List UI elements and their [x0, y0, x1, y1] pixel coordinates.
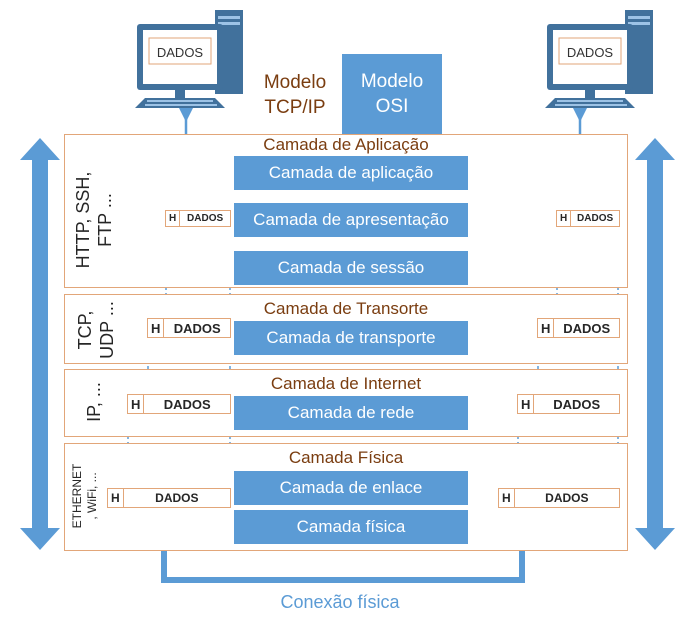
packet-transport-right: H DADOS: [537, 318, 620, 338]
packet-physical-left: H DADOS: [107, 488, 231, 508]
packet-payload: DADOS: [155, 491, 199, 505]
packet-transport-left: H DADOS: [147, 318, 231, 338]
right-computer-screen-label: DADOS: [566, 44, 614, 60]
protocols-application: HTTP, SSH, FTP ...: [72, 155, 122, 285]
packet-payload: DADOS: [553, 396, 601, 412]
protocols-transport-line1: TCP,: [75, 310, 95, 350]
protocols-physical-line1: ETHERNET: [70, 463, 84, 529]
left-computer-icon: [135, 10, 243, 108]
packet-payload: DADOS: [187, 213, 224, 224]
osi-header-line2: OSI: [375, 96, 409, 117]
right-side-double-arrow: [635, 138, 675, 550]
packet-header: H: [518, 395, 535, 413]
osi-header-line1: Modelo: [360, 71, 424, 92]
osi-layer-application: Camada de aplicação: [234, 156, 468, 190]
left-side-double-arrow: [20, 138, 60, 550]
protocols-application-line1: HTTP, SSH,: [73, 171, 93, 269]
packet-header: H: [499, 489, 515, 507]
packet-app-right: H DADOS: [556, 210, 620, 227]
packet-header: H: [557, 211, 572, 226]
left-computer-screen-label: DADOS: [156, 44, 204, 60]
osi-layer-presentation: Camada de apresentação: [234, 203, 468, 237]
packet-payload: DADOS: [545, 491, 589, 505]
packet-header: H: [108, 489, 124, 507]
packet-app-left: H DADOS: [165, 210, 231, 227]
packet-physical-right: H DADOS: [498, 488, 620, 508]
packet-internet-left: H DADOS: [127, 394, 231, 414]
osi-layer-datalink: Camada de enlace: [234, 471, 468, 505]
osi-layer-session: Camada de sessão: [234, 251, 468, 285]
packet-header: H: [148, 319, 165, 337]
osi-layer-physical: Camada física: [234, 510, 468, 544]
packet-payload: DADOS: [577, 213, 614, 224]
protocols-transport-line2: UDP ...: [97, 301, 117, 359]
protocols-internet: IP, ...: [83, 367, 107, 437]
packet-payload: DADOS: [173, 320, 221, 336]
section-title-application: Camada de Aplicação: [263, 135, 429, 154]
packet-header: H: [538, 319, 555, 337]
osi-layer-network: Camada de rede: [234, 396, 468, 430]
protocols-physical: ETHERNET , WiFi, ...: [70, 446, 102, 546]
protocols-internet-label: IP, ...: [84, 382, 104, 422]
packet-header: H: [166, 211, 181, 226]
section-title-internet: Camada de Internet: [270, 374, 422, 393]
packet-payload: DADOS: [563, 320, 611, 336]
protocols-physical-line2: , WiFi, ...: [85, 472, 99, 520]
osi-layer-transport: Camada de transporte: [234, 321, 468, 355]
tcpip-header-line1: Modelo: [263, 72, 327, 93]
section-title-transport: Camada de Transorte: [263, 299, 429, 318]
physical-connection-label: Conexão física: [280, 592, 400, 612]
right-computer-icon: [545, 10, 653, 108]
packet-internet-right: H DADOS: [517, 394, 620, 414]
packet-payload: DADOS: [163, 396, 211, 412]
section-title-physical: Camada Física: [288, 448, 404, 467]
tcpip-header-line2: TCP/IP: [264, 97, 326, 118]
osi-model-header: Modelo OSI: [342, 54, 442, 134]
packet-header: H: [128, 395, 145, 413]
tcpip-model-header: Modelo TCP/IP: [250, 70, 340, 120]
protocols-transport: TCP, UDP ...: [74, 288, 122, 372]
protocols-application-line2: FTP ...: [95, 193, 115, 247]
